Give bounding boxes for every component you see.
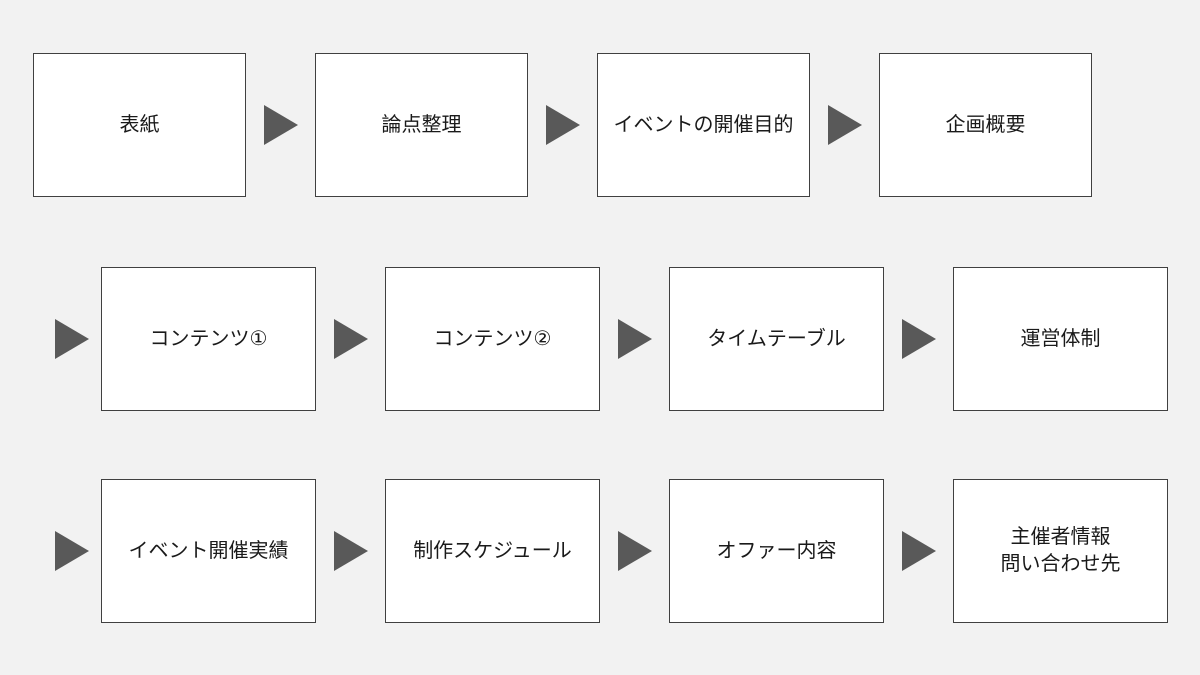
flow-row-3: イベント開催実績 制作スケジュール オファー内容 主催者情報 問い合わせ先 bbox=[55, 479, 1168, 623]
arrow-right-icon bbox=[55, 319, 89, 359]
arrow-right-icon bbox=[901, 531, 936, 571]
arrow-right-icon bbox=[263, 105, 298, 145]
arrow-cell bbox=[600, 479, 669, 623]
flow-box-contents-1: コンテンツ① bbox=[101, 267, 316, 411]
flow-box-operation-structure: 運営体制 bbox=[953, 267, 1168, 411]
arrow-cell bbox=[316, 479, 385, 623]
arrow-cell bbox=[884, 479, 953, 623]
flow-box-cover: 表紙 bbox=[33, 53, 246, 197]
arrow-cell bbox=[246, 53, 315, 197]
flow-box-production-schedule: 制作スケジュール bbox=[385, 479, 600, 623]
flow-row-2: コンテンツ① コンテンツ② タイムテーブル 運営体制 bbox=[55, 267, 1168, 411]
arrow-right-icon bbox=[333, 319, 368, 359]
flow-box-organizer-contact: 主催者情報 問い合わせ先 bbox=[953, 479, 1168, 623]
arrow-right-icon bbox=[55, 531, 89, 571]
flow-box-plan-overview: 企画概要 bbox=[879, 53, 1092, 197]
flow-box-event-purpose: イベントの開催目的 bbox=[597, 53, 810, 197]
arrow-right-icon bbox=[333, 531, 368, 571]
arrow-right-icon bbox=[827, 105, 862, 145]
arrow-cell bbox=[528, 53, 597, 197]
arrow-cell bbox=[316, 267, 385, 411]
flow-box-issue-organization: 論点整理 bbox=[315, 53, 528, 197]
arrow-right-icon bbox=[901, 319, 936, 359]
flow-row-1: 表紙 論点整理 イベントの開催目的 企画概要 bbox=[33, 53, 1092, 197]
flow-box-contents-2: コンテンツ② bbox=[385, 267, 600, 411]
arrow-cell bbox=[884, 267, 953, 411]
arrow-right-icon bbox=[617, 319, 652, 359]
flow-box-offer-details: オファー内容 bbox=[669, 479, 884, 623]
flow-box-timetable: タイムテーブル bbox=[669, 267, 884, 411]
arrow-right-icon bbox=[617, 531, 652, 571]
arrow-cell bbox=[810, 53, 879, 197]
flow-box-event-track-record: イベント開催実績 bbox=[101, 479, 316, 623]
arrow-right-icon bbox=[545, 105, 580, 145]
arrow-cell bbox=[600, 267, 669, 411]
